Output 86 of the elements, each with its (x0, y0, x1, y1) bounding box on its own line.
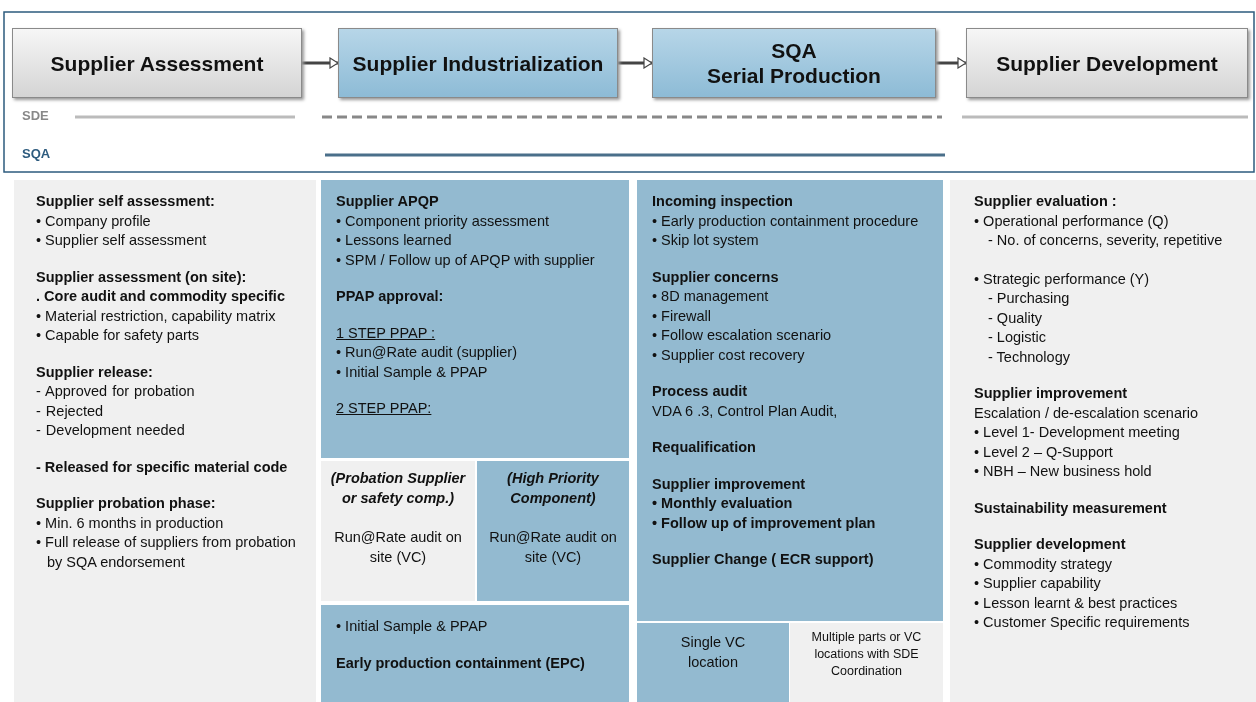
bullet-item: • Follow escalation scenario (652, 326, 833, 345)
sub-item: - Technology (987, 347, 1071, 367)
section-heading: Requalification (652, 438, 757, 457)
section-heading: . Core audit and commodity specific (36, 287, 286, 306)
sub-item: - No. of concerns, severity, repetitive (987, 231, 1224, 250)
step-heading: 1 STEP PPAP : (336, 323, 437, 343)
phase-box (338, 28, 618, 98)
phase-title: Serial Production (707, 63, 881, 88)
bullet-item: • Run@Rate audit (supplier) (336, 343, 518, 362)
section-heading: Supplier Change ( ECR support) (652, 550, 875, 569)
phase-box (12, 28, 302, 98)
phase-title: SQA (771, 38, 817, 63)
section-heading: Supplier self assessment: (36, 192, 216, 211)
section-heading: Process audit (652, 382, 749, 401)
bullet-item: • Supplier capability (974, 574, 1102, 593)
section-heading: Supplier evaluation : (974, 192, 1118, 211)
content-panel (477, 461, 629, 601)
bullet-item: • Lesson learnt & best practices (974, 593, 1179, 613)
bullet-item: • Commodity strategy (974, 554, 1114, 574)
bullet-item: • Component priority assessment (336, 211, 550, 231)
body-text: VDA 6 .3, Control Plan Audit, (652, 401, 839, 421)
section-heading: Supplier release: (36, 362, 154, 382)
phase-box (966, 28, 1248, 98)
content-panel (637, 180, 943, 621)
bullet-item: • Initial Sample & PPAP (336, 617, 489, 636)
bullet-item: • Level 1- Development meeting (974, 423, 1181, 442)
sub-item: - Quality (987, 308, 1043, 328)
dash-item: - Released for specific material code (36, 457, 289, 477)
section-heading: Supplier APQP (336, 192, 440, 211)
dash-item: - Rejected (36, 401, 105, 421)
content-panel (637, 623, 789, 702)
bullet-item: • Strategic performance (Y) (974, 269, 1151, 289)
content-panel (321, 605, 629, 702)
section-heading: Supplier improvement (974, 384, 1129, 403)
phase-title: Supplier Assessment (50, 50, 264, 76)
bullet-item: • Customer Specific requirements (974, 613, 1191, 632)
bullet-item: • Company profile (36, 211, 152, 231)
bullet-item: • Firewall (652, 306, 713, 326)
bullet-item: • Min. 6 months in production (36, 513, 225, 533)
bullet-item: • Supplier cost recovery (652, 345, 806, 365)
bullet-item: • Capable for safety parts (36, 326, 201, 345)
cell-text: Multiple parts or VC locations with SDE Coordination (810, 629, 923, 680)
bullet-item: • Level 2 – Q-Support (974, 442, 1114, 462)
section-heading: Incoming inspection (652, 192, 794, 211)
bullet-item: • Early production containment procedure (652, 211, 920, 231)
role-label: SQA (22, 146, 51, 161)
cell-text: Run@Rate audit on site (VC) (333, 528, 463, 567)
arrow (302, 57, 339, 69)
content-panel (321, 180, 629, 458)
bullet-item: • Lessons learned (336, 231, 453, 250)
section-heading: Supplier assessment (on site): (36, 267, 248, 287)
content-panel (790, 623, 943, 702)
dash-item: - Development needed (36, 421, 186, 440)
bullet-item: • 8D management (652, 287, 770, 306)
bullet-item: • Full release of suppliers from probation by SQA endorsement (36, 533, 297, 572)
sub-item: - Logistic (987, 328, 1048, 347)
bullet-item: • Follow up of improvement plan (652, 513, 877, 533)
arrow (936, 57, 967, 69)
bullet-item: • NBH – New business hold (974, 462, 1153, 481)
bullet-item: • Skip lot system (652, 231, 760, 250)
section-heading: Early production containment (EPC) (336, 653, 586, 673)
section-heading: Supplier probation phase: (36, 494, 217, 513)
cell-heading: (Probation Supplier or safety comp.) (329, 469, 467, 508)
section-heading: PPAP approval: (336, 287, 445, 306)
body-text: Escalation / de-escalation scenario (974, 403, 1200, 423)
phase-title: Supplier Industrialization (352, 50, 604, 76)
bullet-item: • SPM / Follow up of APQP with supplier (336, 250, 596, 270)
step-heading: 2 STEP PPAP: (336, 399, 433, 418)
cell-text: Single VC location (679, 633, 747, 672)
phase-title: Supplier Development (996, 50, 1218, 76)
arrow (618, 57, 653, 69)
bullet-item: • Supplier self assessment (36, 231, 208, 250)
phase-box (652, 28, 936, 98)
dash-item: - Approved for probation (36, 382, 196, 401)
bullet-item: • Monthly evaluation (652, 494, 794, 513)
bullet-item: • Material restriction, capability matrix (36, 306, 277, 326)
bullet-item: • Operational performance (Q) (974, 211, 1170, 231)
cell-text: Run@Rate audit on site (VC) (488, 528, 618, 567)
role-label: SDE (22, 108, 49, 123)
cell-heading: (High Priority Component) (506, 469, 600, 508)
section-heading: Supplier improvement (652, 474, 807, 494)
bullet-item: • Initial Sample & PPAP (336, 362, 489, 382)
section-heading: Supplier concerns (652, 267, 780, 287)
section-heading: Sustainability measurement (974, 498, 1168, 518)
section-heading: Supplier development (974, 535, 1127, 554)
sub-item: - Purchasing (987, 289, 1071, 308)
